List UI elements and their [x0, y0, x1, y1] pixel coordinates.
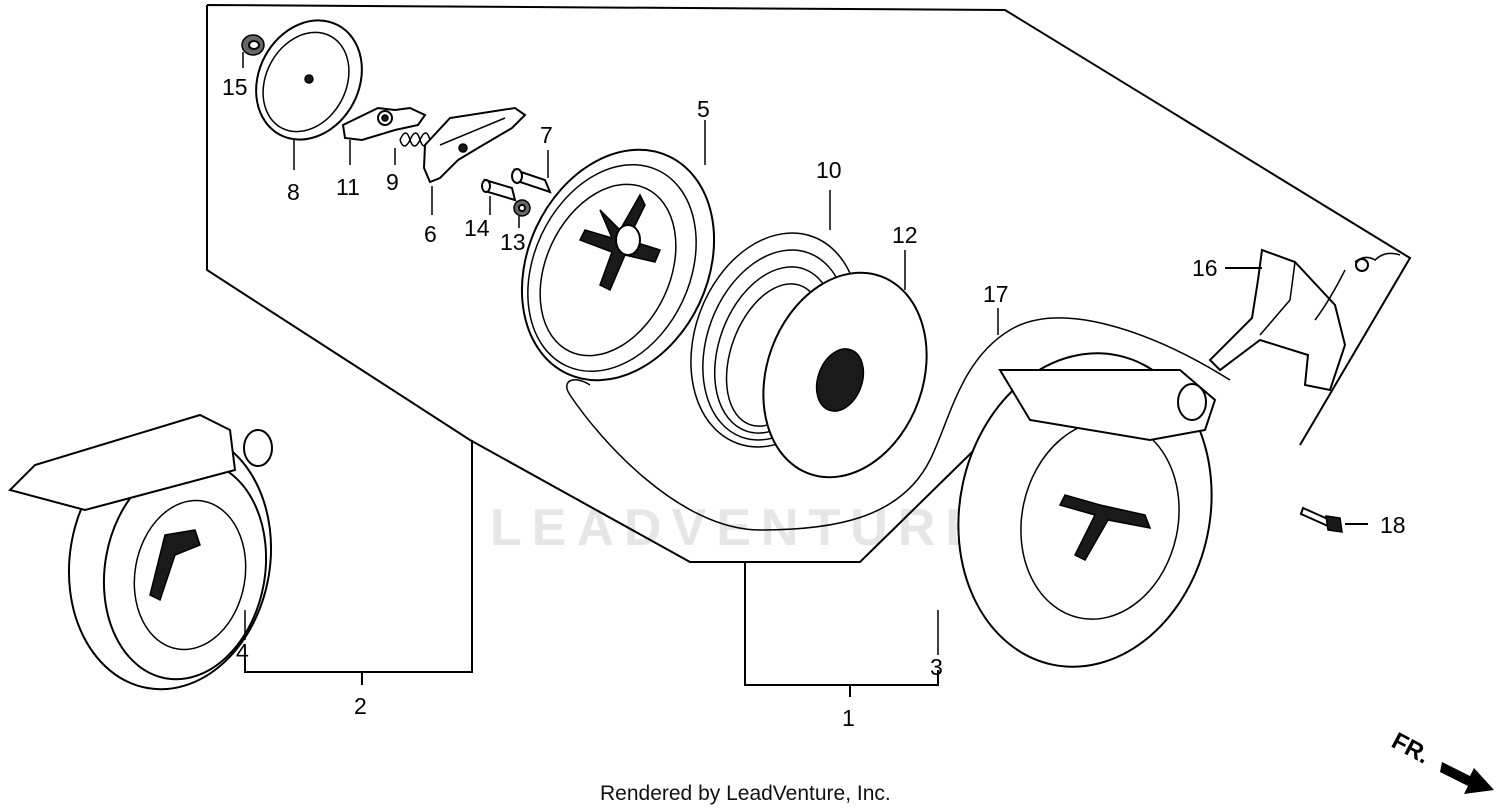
callout-3: 3	[930, 654, 943, 680]
handle-part-16	[1208, 248, 1401, 392]
reel-part-5	[520, 120, 716, 382]
spring-case-part-12	[762, 250, 928, 479]
pawl-part-6	[422, 106, 527, 215]
callout-4: 4	[236, 639, 249, 665]
washer-part-13	[513, 199, 531, 228]
starter-rope-part-17	[566, 317, 1231, 531]
callout-12: 12	[892, 222, 918, 248]
starter-assembly-part-4	[8, 413, 273, 691]
pin-part-7	[511, 150, 552, 194]
assembly-bracket-outline	[206, 4, 1412, 563]
group-bracket-part-2	[244, 440, 473, 673]
callout-11: 11	[336, 174, 360, 200]
callout-1: 1	[842, 705, 855, 731]
callout-17: 17	[983, 281, 1009, 307]
callout-8: 8	[287, 179, 300, 205]
group-bracket-part-1	[744, 562, 939, 686]
callout-7: 7	[540, 122, 553, 148]
nut-part-15	[241, 34, 265, 68]
starter-cover-part-3	[937, 352, 1217, 668]
pin-part-14	[481, 178, 517, 215]
callout-5: 5	[697, 96, 710, 122]
callout-16: 16	[1192, 255, 1218, 281]
ratchet-part-11	[341, 106, 427, 165]
callout-14: 14	[464, 215, 490, 241]
front-direction-label: FR.	[1387, 727, 1434, 769]
bolt-part-18	[1299, 506, 1368, 533]
front-direction-indicator: FR.	[1387, 727, 1494, 794]
callout-18: 18	[1380, 512, 1406, 538]
callout-9: 9	[386, 169, 399, 195]
callout-2: 2	[354, 693, 367, 719]
plate-part-8	[255, 19, 363, 170]
front-direction-arrow-icon	[1440, 762, 1494, 794]
callout-15: 15	[222, 74, 248, 100]
footer-credit: Rendered by LeadVenture, Inc.	[600, 782, 891, 805]
callout-13: 13	[500, 229, 526, 255]
callout-6: 6	[424, 221, 437, 247]
callout-10: 10	[816, 157, 842, 183]
